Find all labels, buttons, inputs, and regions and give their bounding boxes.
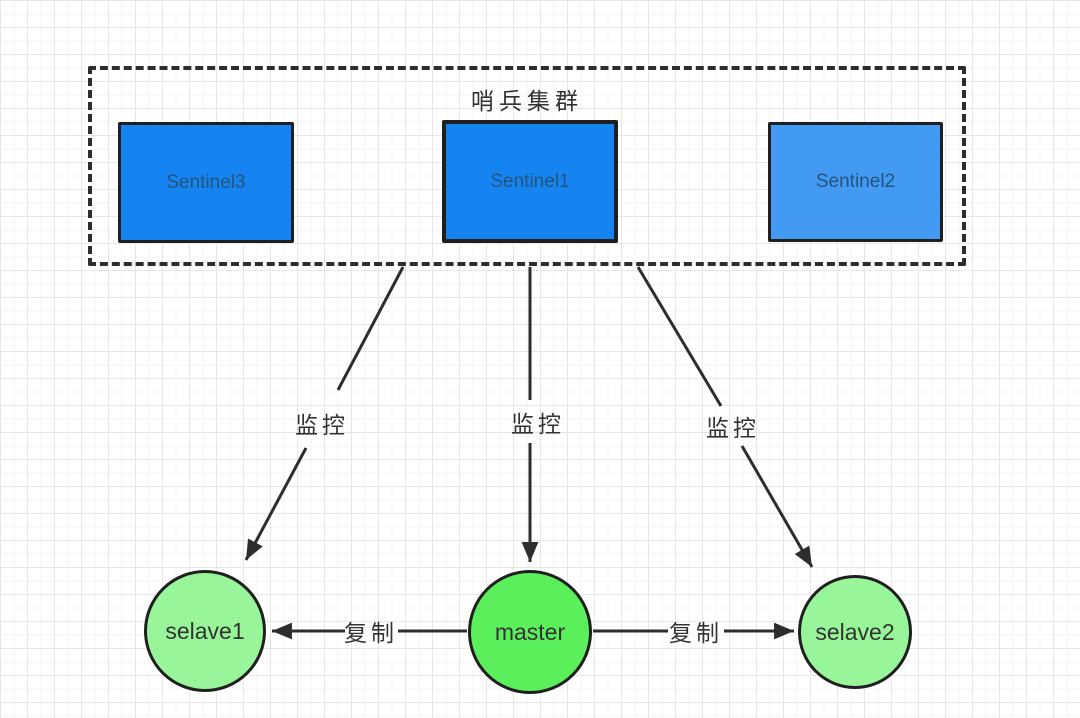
edge-label-replicate-selave2: 复制 bbox=[669, 620, 723, 646]
node-selave1: selave1 bbox=[144, 570, 266, 692]
edge-label-monitor-selave1: 监控 bbox=[295, 412, 349, 438]
edge-monitor-to-selave1 bbox=[244, 266, 405, 561]
edge-label-monitor-master: 监控 bbox=[511, 411, 565, 437]
node-sentinel3: Sentinel3 bbox=[118, 122, 294, 243]
cluster-title: 哨兵集群 bbox=[471, 88, 583, 114]
edge-line-arrow bbox=[244, 447, 308, 561]
node-selave2: selave2 bbox=[798, 575, 912, 689]
sentinel-cluster-box: 哨兵集群 bbox=[88, 66, 966, 266]
edge-monitor-to-selave2 bbox=[636, 266, 814, 568]
edge-line bbox=[636, 266, 723, 407]
node-master: master bbox=[468, 570, 592, 694]
edge-label-monitor-selave2: 监控 bbox=[706, 415, 760, 441]
edge-label-replicate-selave1: 复制 bbox=[344, 620, 398, 646]
edge-line bbox=[336, 266, 405, 391]
node-sentinel1: Sentinel1 bbox=[442, 120, 618, 243]
node-sentinel2: Sentinel2 bbox=[768, 122, 943, 242]
edge-line-arrow bbox=[740, 445, 814, 568]
